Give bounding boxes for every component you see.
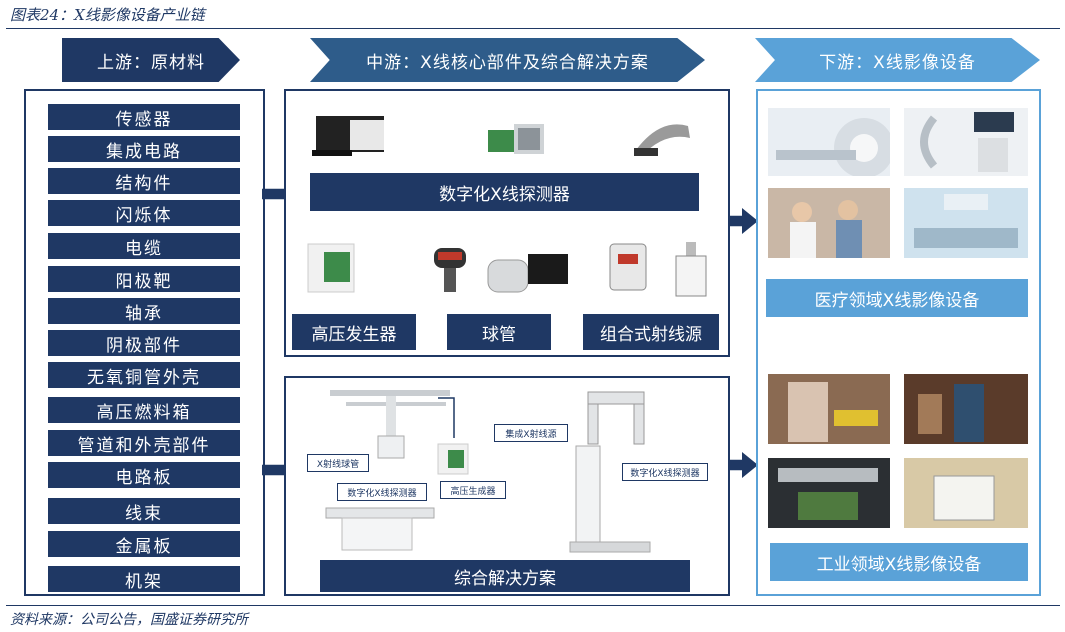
material-item: 轴承 [48,298,240,324]
material-item: 线束 [48,498,240,524]
source-note: 资料来源：公司公告，国盛证券研究所 [10,612,248,628]
tag-generator: 高压生成器 [440,481,506,499]
material-item: 结构件 [48,168,240,194]
solution-label: 综合解决方案 [320,560,690,592]
combined-source-label: 组合式射线源 [583,314,719,350]
industrial-worker-photo [904,374,1028,444]
x-ray-tube-image-2 [487,254,568,293]
handheld-inspection-photo [768,374,890,444]
material-item: 高压燃料箱 [48,397,240,423]
ceiling-suspended-system-image [330,390,450,459]
figure-title: 图表24：X线影像设备产业链 [10,6,205,24]
flat-panel-detector-image [312,116,384,156]
industrial-label: 工业领域X线影像设备 [770,543,1028,581]
tube-label: 球管 [447,314,551,350]
detector-module-image [488,124,544,154]
pcb-inspection-photo [768,458,890,528]
stage-midstream: 中游：X线核心部件及综合解决方案 [310,38,705,82]
combined-source-image-1 [609,243,647,291]
bottom-rule [6,605,1060,606]
material-item: 传感器 [48,104,240,130]
material-item: 无氧铜管外壳 [48,362,240,388]
tag-connector-line [438,397,455,438]
battery-inspection-photo [904,458,1028,528]
material-item: 金属板 [48,531,240,557]
clinicians-photo [768,188,890,258]
material-item: 闪烁体 [48,200,240,226]
dental-panoramic-unit-image [569,391,651,553]
top-rule [6,28,1060,29]
tag-detector-b: 数字化X线探测器 [622,463,708,481]
radiography-table-image [325,507,435,551]
tag-detector-a: 数字化X线探测器 [337,483,427,501]
x-ray-tube-image-1 [434,248,466,292]
tag-integrated-source: 集成X射线源 [494,424,568,442]
stage-upstream: 上游：原材料 [62,38,240,82]
curved-detector-image [634,124,690,156]
combined-source-image-2 [675,242,707,297]
material-item: 电路板 [48,462,240,488]
material-item: 机架 [48,566,240,592]
c-arm-photo [904,108,1028,176]
hv-generator-small-image [437,443,469,475]
material-item: 电缆 [48,233,240,259]
generator-label: 高压发生器 [292,314,416,350]
detector-label: 数字化X线探测器 [310,173,699,211]
operating-room-photo [904,188,1028,258]
hv-generator-image [307,243,355,293]
material-item: 管道和外壳部件 [48,430,240,456]
ct-scan-photo [768,108,890,176]
tag-x-ray-tube: X射线球管 [307,454,369,472]
material-item: 集成电路 [48,136,240,162]
stage-downstream: 下游：X线影像设备 [755,38,1040,82]
material-item: 阴极部件 [48,330,240,356]
material-item: 阳极靶 [48,266,240,292]
medical-label: 医疗领域X线影像设备 [766,279,1028,317]
